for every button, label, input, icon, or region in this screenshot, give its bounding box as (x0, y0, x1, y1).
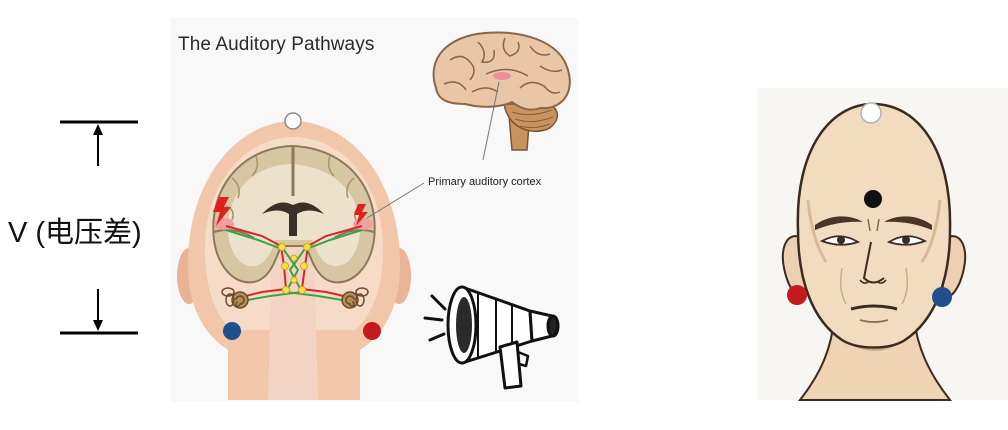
temple-shading-left (806, 199, 828, 263)
temple-shading-right (920, 199, 942, 263)
cochlea-right (341, 287, 369, 309)
voltage-down-arrowhead (93, 320, 103, 331)
cerebellum-folia (511, 109, 554, 129)
pathway-right-green (225, 229, 349, 302)
nostrils (859, 279, 887, 284)
cortex-callout-line-head (366, 182, 425, 219)
brow-furrow (867, 218, 880, 232)
voltage-difference-label: V (电压差) (8, 217, 142, 249)
cortex-callout-line-brain (482, 81, 500, 161)
head-cross-section (177, 112, 411, 400)
electrode-left-blue (223, 322, 241, 340)
megaphone-back-cap (546, 314, 560, 338)
sound-line-1 (430, 294, 447, 311)
megaphone-trigger (516, 350, 530, 368)
nose (862, 241, 885, 284)
lightning-icon-right (354, 204, 368, 226)
face-electrode-top-white (860, 102, 882, 124)
left-eyebrow (815, 216, 863, 230)
cerebrum-gyri (443, 37, 563, 94)
right-pupil (902, 236, 910, 244)
cochlea-left (221, 287, 249, 309)
megaphone-handle (498, 340, 523, 390)
right-eyebrow (884, 216, 932, 230)
ventricles (262, 202, 324, 236)
brain-side-view (366, 31, 571, 219)
left-pupil (837, 236, 845, 244)
cheek-line-left (839, 267, 847, 305)
lateral-fissure-right (333, 229, 375, 239)
diagram-title: The Auditory Pathways (178, 34, 375, 55)
sound-line-3 (428, 332, 446, 342)
face-electrode-forehead-black (864, 190, 882, 208)
electrode-top-white (284, 112, 302, 130)
lower-lip (859, 319, 889, 323)
face-head (796, 102, 952, 349)
megaphone-bell-inner (456, 297, 472, 353)
face-illustration (757, 88, 1008, 401)
voltage-up-arrowhead (93, 124, 103, 135)
face-electrode-right-blue (932, 287, 952, 307)
mouth (850, 304, 898, 311)
brainstem (268, 246, 318, 400)
cheek-line-right (901, 267, 909, 305)
sound-line-2 (423, 316, 444, 322)
face-electrode-left-red (787, 285, 807, 305)
primary-auditory-cortex-label: Primary auditory cortex (428, 176, 542, 188)
megaphone-icon (423, 285, 560, 390)
pathway-nuclei (278, 243, 311, 294)
electrode-right-red (363, 322, 381, 340)
pathway-left-green (241, 229, 363, 302)
lateral-fissure-left (213, 229, 255, 239)
lightning-icon-left (213, 197, 231, 226)
voltage-arrows (60, 120, 138, 335)
primary-auditory-cortex-spot (493, 72, 511, 80)
